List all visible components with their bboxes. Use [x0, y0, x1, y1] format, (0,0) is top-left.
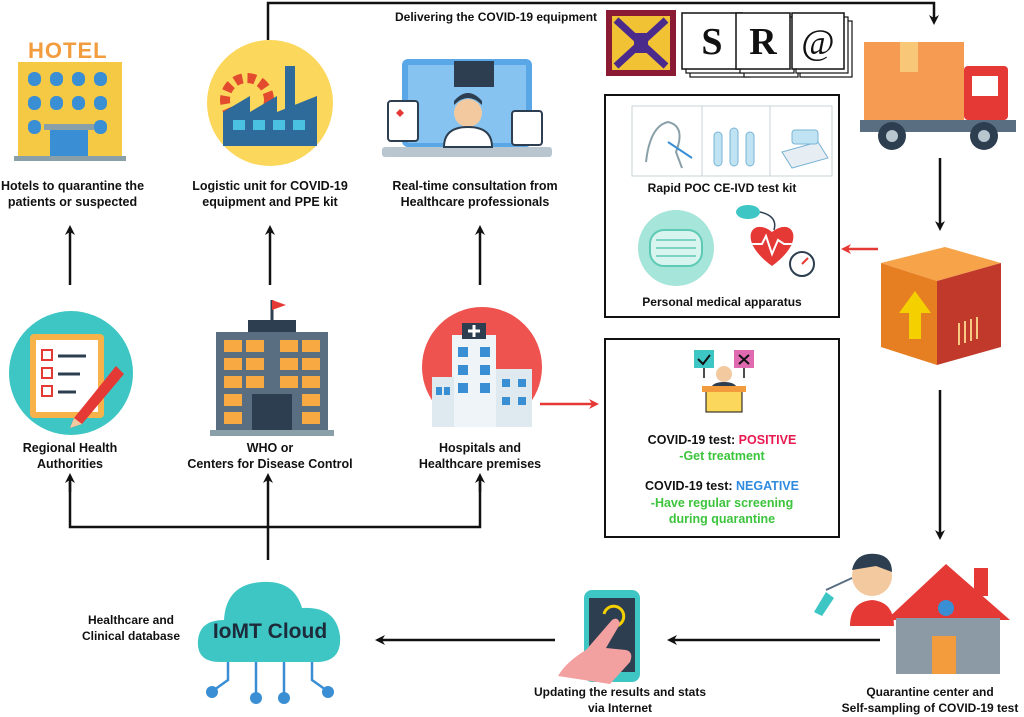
apparatus-icons	[638, 205, 815, 286]
bus-line	[68, 482, 482, 529]
result-panel: COVID-19 test: POSITIVE -Get treatment C…	[604, 338, 840, 538]
logo-graphics	[606, 10, 853, 78]
negative-line: COVID-19 test: NEGATIVE	[645, 479, 799, 493]
hotel-sign: HOTEL	[28, 38, 108, 63]
negative-word: NEGATIVE	[736, 479, 799, 493]
smartphone-icon	[556, 588, 656, 693]
iomt-title: IoMT Cloud	[212, 620, 328, 643]
voting-icon	[694, 350, 754, 413]
package-box-icon	[875, 233, 1005, 378]
kit-panel: Rapid POC CE-IVD test kit Personal medic…	[604, 94, 840, 318]
delivery-line	[266, 1, 939, 40]
hospital-icon	[422, 305, 542, 438]
truck-icon	[860, 36, 1020, 161]
positive-line: COVID-19 test: POSITIVE	[647, 433, 797, 447]
house-person-icon	[806, 550, 1024, 685]
logo-at: @	[801, 22, 835, 62]
cloud-icon: IoMT Cloud	[190, 562, 350, 717]
positive-action: -Get treatment	[679, 449, 765, 463]
doctor-laptop-icon	[382, 55, 552, 170]
factory-icon	[205, 38, 335, 173]
hotel-icon: HOTEL	[10, 38, 130, 168]
test-kit-icons	[631, 105, 833, 177]
logo-strip: S R @	[606, 9, 856, 84]
apparatus-label: Personal medical apparatus	[642, 295, 802, 309]
test-kit-label: Rapid POC CE-IVD test kit	[647, 181, 797, 195]
positive-word: POSITIVE	[738, 433, 797, 447]
delivery-label: Delivering the COVID-19 equipment	[395, 10, 598, 24]
checklist-icon	[6, 310, 136, 441]
logo-r: R	[749, 21, 777, 63]
building-icon	[210, 298, 334, 443]
logo-s: S	[701, 21, 723, 63]
